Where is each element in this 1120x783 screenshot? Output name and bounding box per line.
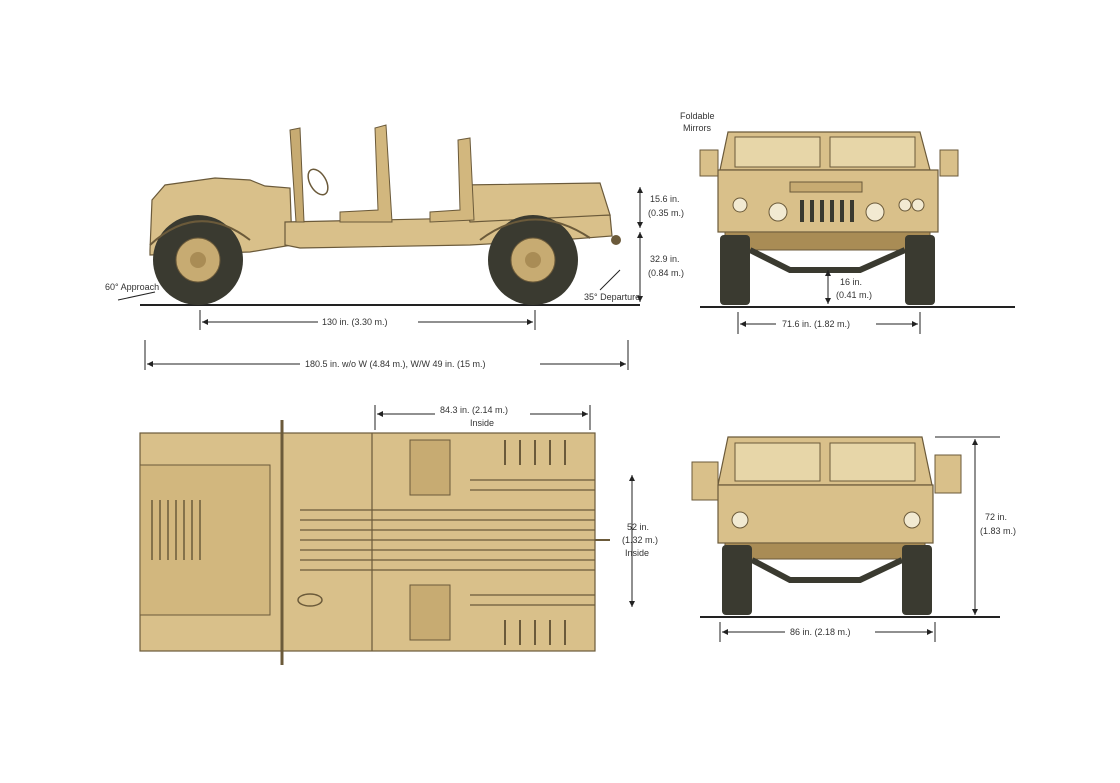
approach-angle-label: 60° Approach [105,282,159,292]
front-top-left-headlight [732,197,748,213]
rear-height-label-1: 15.6 in. [650,194,680,204]
front-top-right-tire [905,235,935,305]
bed-length-label-2: Inside [470,418,494,428]
overall-length-label: 180.5 in. w/o W (4.84 m.), W/W 49 in. (1… [305,359,486,369]
side-windshield-frame [289,127,305,223]
rear-height-label-2: (0.35 m.) [648,208,684,218]
side-rear-seat [429,137,475,223]
top-view: 84.3 in. (2.14 m.) Inside 52 in. (1.32 m… [139,404,658,665]
top-hood [139,464,271,616]
front-bottom-left-mirror [691,461,719,501]
side-front-seat [339,124,393,223]
front-top-left-mirror [699,149,719,177]
front-view-bottom: 72 in. (1.83 m.) 86 in. (2.18 m.) [691,436,1016,642]
mirrors-label-1: Foldable [680,111,715,121]
side-steering-wheel [307,168,329,196]
front-bottom-left-tire [722,545,752,615]
front-top-left-tire [720,235,750,305]
front-top-right-headlight [865,202,885,222]
front-bottom-right-headlight [903,511,921,529]
bed-width-label-3: Inside [625,548,649,558]
overall-height-label-1: 72 in. [985,512,1007,522]
bed-length-label-1: 84.3 in. (2.14 m.) [440,405,508,415]
hitch-height-label-2: (0.84 m.) [648,268,684,278]
mirrors-label-2: Mirrors [683,123,711,133]
side-tow-hitch [611,235,621,245]
departure-angle-label: 35° Departure [584,292,640,302]
front-bottom-left-headlight [731,511,749,529]
side-view: 60° Approach 35° Departure 15.6 in. (0.3… [105,124,684,370]
overall-width-label: 86 in. (2.18 m.) [790,627,851,637]
front-bottom-right-tire [902,545,932,615]
clearance-label-1: 16 in. [840,277,862,287]
front-view-top: Foldable Mirrors 16 in. (0.41 m.) 71.6 i… [680,111,1015,334]
clearance-label-2: (0.41 m.) [836,290,872,300]
hitch-height-label-1: 32.9 in. [650,254,680,264]
wheelbase-label: 130 in. (3.30 m.) [322,317,388,327]
bed-width-label-2: (1.32 m.) [622,535,658,545]
top-front-right-seat [409,584,451,641]
track-width-label: 71.6 in. (1.82 m.) [782,319,850,329]
overall-height-label-2: (1.83 m.) [980,526,1016,536]
front-top-right-mirror [939,149,959,177]
front-bottom-grille-body [717,484,934,544]
top-front-left-seat [409,439,451,496]
top-steering-wheel [297,593,323,607]
front-bottom-right-mirror [934,454,962,494]
bed-width-label-1: 52 in. [627,522,649,532]
